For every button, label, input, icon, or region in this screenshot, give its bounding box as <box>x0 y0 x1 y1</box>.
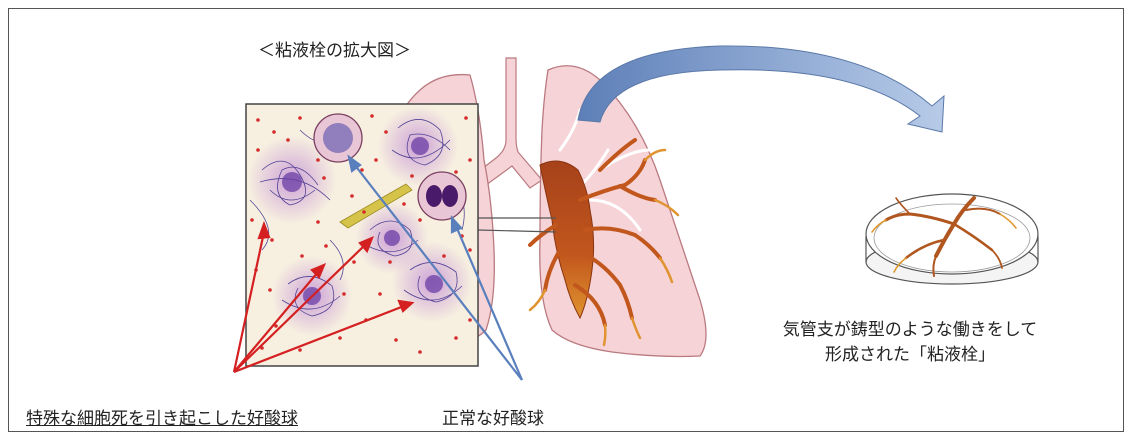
label-normal-eosinophil: 正常な好酸球 <box>442 404 544 429</box>
cast-caption-line2: 形成された「粘液栓」 <box>760 343 1060 368</box>
zoom-title: ＜粘液栓の拡大図＞ <box>258 36 411 61</box>
cast-caption: 気管支が鋳型のような働きをして 形成された「粘液栓」 <box>760 318 1060 368</box>
curved-arrow <box>578 46 944 132</box>
petri-dish <box>866 194 1038 284</box>
cast-caption-line1: 気管支が鋳型のような働きをして <box>760 318 1060 343</box>
label-dead-eosinophil: 特殊な細胞死を引き起こした好酸球 <box>26 404 298 429</box>
